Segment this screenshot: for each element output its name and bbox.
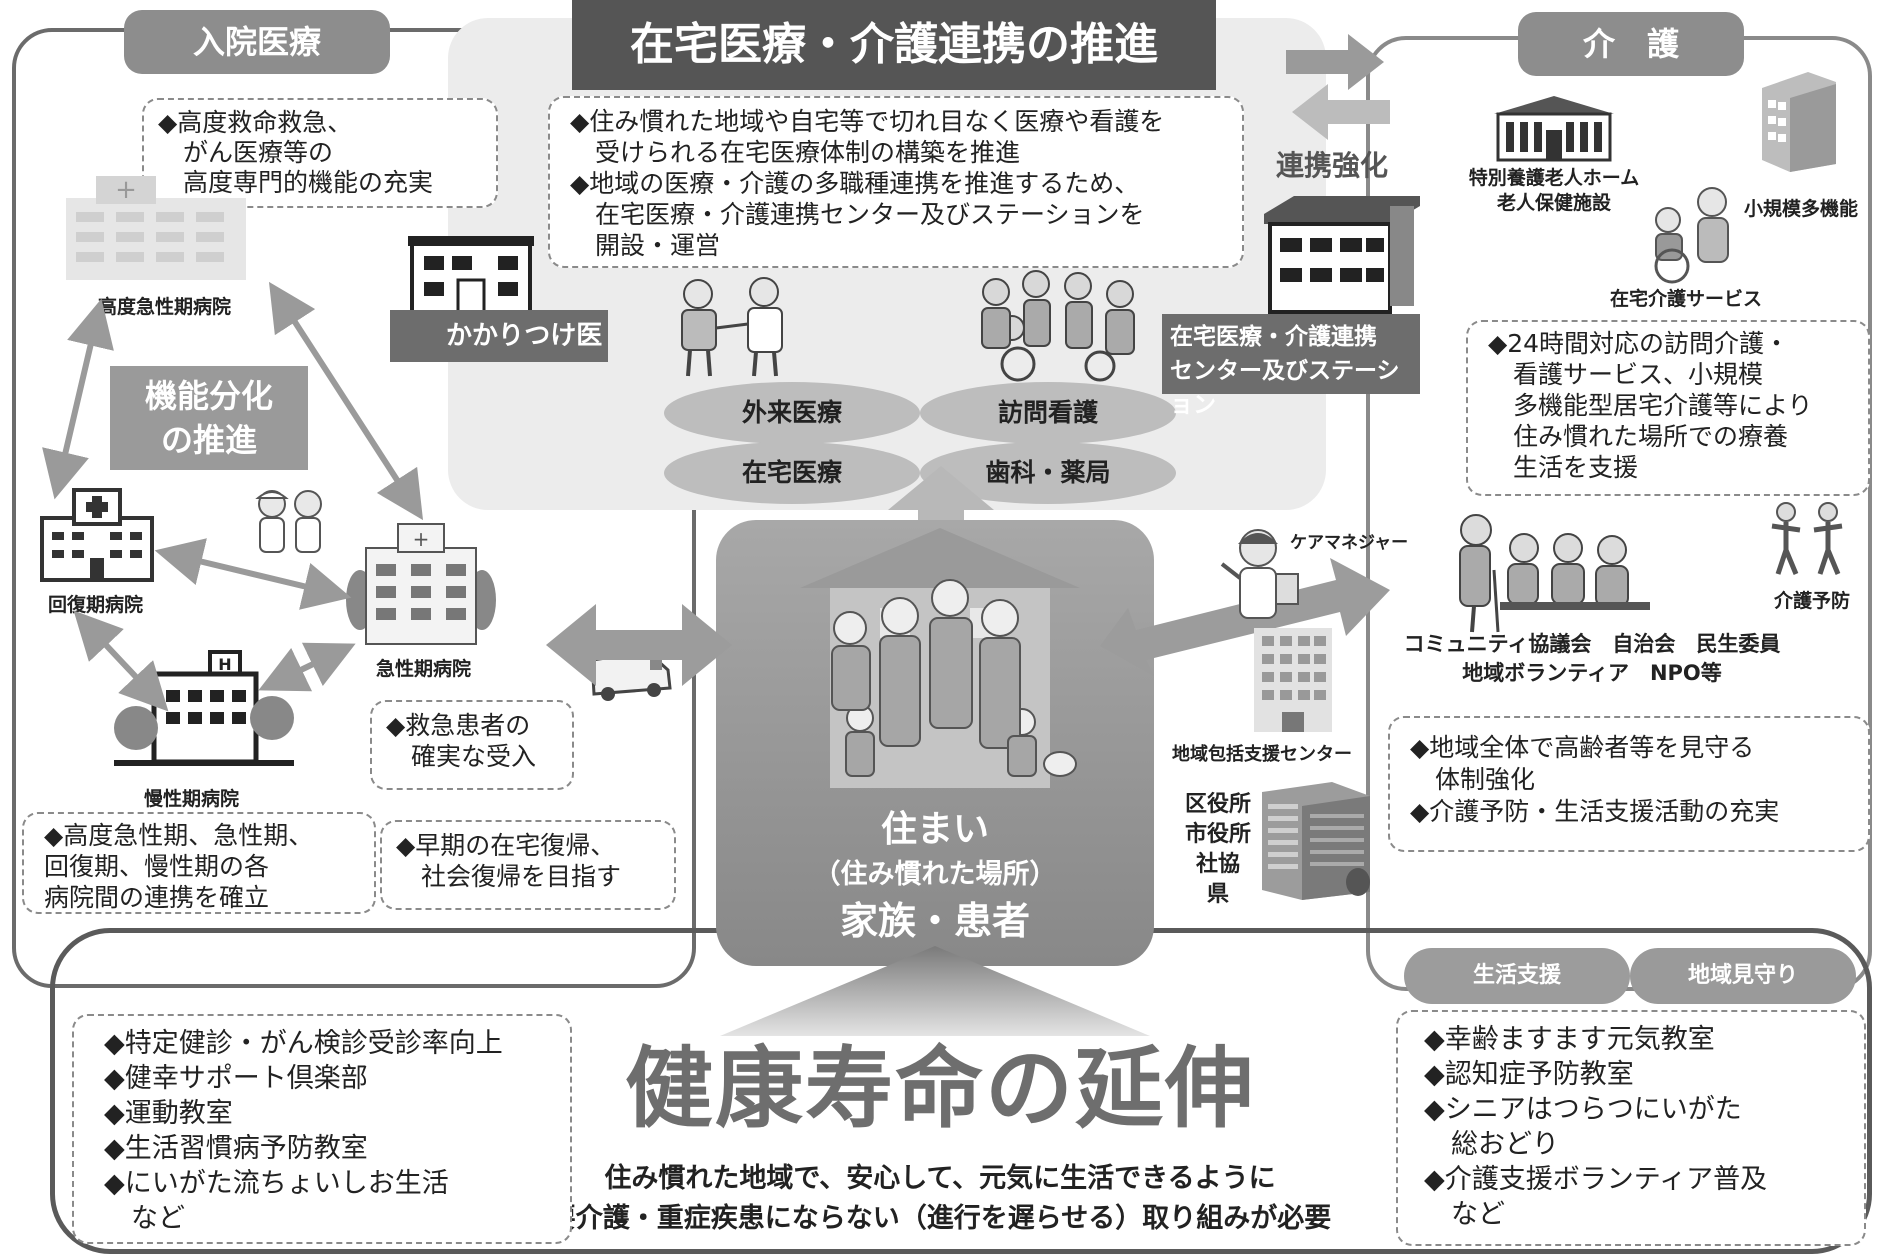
small-multi-label: 小規模多機能 xyxy=(1744,198,1859,220)
community-people-icon xyxy=(1459,514,1650,633)
elderly-activities-box: ◆幸齢ますます元気教室 ◆認知症予防教室 ◆シニアはつらつにいがた 総おどり ◆… xyxy=(1396,1010,1866,1246)
visiting-nursing-scene-icon xyxy=(981,270,1135,382)
health-activities-box: ◆特定健診・がん検診受診率向上 ◆健幸サポート倶楽部 ◆運動教室 ◆生活習慣病予… xyxy=(72,1014,572,1244)
return-box: ◆早期の在宅復帰、 社会復帰を目指す xyxy=(380,820,676,910)
office-label: 区役所 市役所 社協 県 xyxy=(1184,792,1251,907)
home-service-icon xyxy=(1654,187,1729,284)
ambulance-icon xyxy=(590,650,672,701)
acute-hospital-label: 急性期病院 xyxy=(376,658,472,680)
home-line3: 家族・患者 xyxy=(839,899,1030,943)
svg-text:+: + xyxy=(413,527,430,551)
high-acute-hospital-label: 高度急性期病院 xyxy=(98,296,232,318)
bottom-title: 健康寿命の延伸 xyxy=(624,1037,1255,1140)
home-service-label: 在宅介護サービス xyxy=(1610,288,1763,310)
regional-center-label: 地域包括支援センター xyxy=(1172,744,1352,765)
hospital-arrows xyxy=(42,281,424,712)
big-up-arrow xyxy=(720,946,1150,1036)
top-title: 在宅医療・介護連携の推進 xyxy=(572,0,1216,90)
care-prevention-icon xyxy=(1771,502,1843,575)
visiting-nursing-oval: 訪問看護 xyxy=(920,382,1176,444)
outpatient-oval: 外来医療 xyxy=(664,382,920,444)
care-prevention-label: 介護予防 xyxy=(1774,590,1851,612)
care-manager-icon xyxy=(1220,529,1299,619)
bottom-subtitle-2: 要介護・重症疾患にならない（進行を遅らせる）取り組みが必要 xyxy=(548,1203,1332,1234)
support-center-label: 在宅医療・介護連携 センター及びステーション xyxy=(1162,314,1420,418)
acute-hospital-icon: + xyxy=(346,523,496,645)
chronic-hospital-label: 慢性期病院 xyxy=(144,788,240,810)
emergency-box: ◆救急患者の 確実な受入 xyxy=(370,700,574,790)
home-line2: （住み慣れた場所） xyxy=(813,859,1057,890)
outpatient-scene-icon xyxy=(681,277,783,377)
house-family-icon xyxy=(800,528,1080,788)
care-tab: 介 護 xyxy=(1518,12,1744,76)
care-manager-label: ケアマネジャー xyxy=(1290,533,1409,553)
left-double-arrow xyxy=(546,604,732,686)
regional-center-building-icon xyxy=(1254,628,1332,732)
family-doctor-label: かかりつけ医 xyxy=(390,310,608,362)
community-label: コミュニティ協議会 自治会 民生委員 地域ボランティア NPO等 xyxy=(1403,632,1781,685)
chronic-hospital-icon: H xyxy=(114,650,294,766)
high-acute-hospital-icon: + xyxy=(66,175,246,280)
home-line1: 住まい xyxy=(880,809,989,850)
hospital-tab: 入院医療 xyxy=(124,10,390,74)
bottom-subtitle-1: 住み慣れた地域で、安心して、元気に生活できるように xyxy=(604,1163,1276,1194)
life-support-pill: 生活支援 xyxy=(1404,948,1630,1004)
recovery-hospital-label: 回復期病院 xyxy=(48,594,144,616)
cooperation-box: ◆高度急性期、急性期、 回復期、慢性期の各 病院間の連携を確立 xyxy=(22,812,376,914)
cooperation-arrows xyxy=(1286,34,1390,140)
nursing-home-icon xyxy=(1494,96,1614,162)
home-medical-box: ◆住み慣れた地域や自宅等で切れ目なく医療や看護を 受けられる在宅医療体制の構築を… xyxy=(548,96,1244,268)
city-office-building-icon xyxy=(1262,782,1370,900)
clinic-icon xyxy=(408,236,534,318)
high-function-box: ◆高度救命救急、 がん医療等の 高度専門的機能の充実 xyxy=(142,98,498,208)
svg-text:H: H xyxy=(218,655,231,674)
care-24h-box: ◆24時間対応の訪問介護・ 看護サービス、小規模 多機能型居宅介護等により 住み… xyxy=(1466,320,1870,496)
facility-label: 特別養護老人ホーム 老人保健施設 xyxy=(1468,167,1640,214)
small-multi-building-icon xyxy=(1762,72,1836,172)
up-arrow xyxy=(888,466,994,556)
svg-text:+: + xyxy=(115,175,137,205)
support-center-building-icon xyxy=(1264,196,1420,314)
dental-oval: 歯科・薬局 xyxy=(920,442,1176,504)
home-care-oval: 在宅医療 xyxy=(664,442,920,504)
cooperation-label: 連携強化 xyxy=(1276,149,1389,182)
community-watch-box: ◆地域全体で高齢者等を見守る 体制強化 ◆介護予防・生活支援活動の充実 xyxy=(1388,716,1870,852)
community-watch-pill: 地域見守り xyxy=(1630,948,1856,1004)
